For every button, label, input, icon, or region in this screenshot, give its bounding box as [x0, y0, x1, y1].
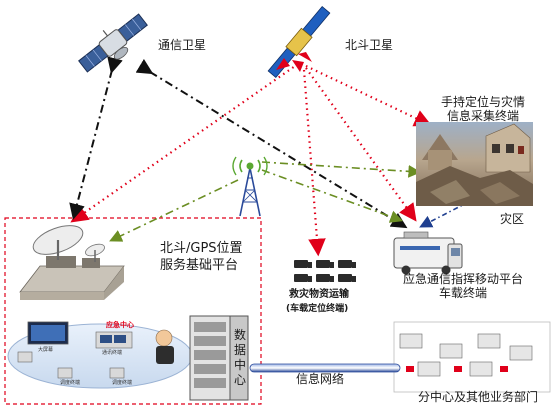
disaster-area-image — [416, 122, 533, 206]
link-disaster-to-mobile — [419, 185, 492, 228]
server-rack-icon — [189, 315, 249, 401]
link-beidou-to-disaster — [305, 67, 417, 222]
relief-trucks-icon — [294, 260, 356, 282]
cell-tower-icon — [232, 156, 268, 217]
mobile-platform-line2: 车载终端 — [438, 286, 487, 300]
link-tower-to-mobile — [261, 169, 404, 223]
handheld-terminal-label: 手持定位与灾情 信息采集终端 — [428, 95, 538, 123]
mobile-command-vehicle-icon — [393, 231, 463, 275]
info-network-label: 信息网络 — [296, 372, 345, 386]
info-network-pipe — [249, 363, 401, 373]
comm-satellite-icon — [78, 13, 148, 73]
data-center-label: 数据中心 — [233, 328, 246, 387]
service-platform-line1: 北斗/GPS位置 — [160, 241, 243, 256]
emergency-small-label: 通讯终端 — [102, 350, 123, 356]
beidou-satellite-label: 北斗卫星 — [345, 38, 394, 52]
emergency-center-illustration — [7, 321, 193, 389]
link-comm-to-dish — [69, 56, 123, 220]
relief-transport-label: 救灾物资运输 — [289, 289, 349, 300]
emergency-center-label: 应急中心 — [106, 321, 134, 329]
comm-satellite-label: 通信卫星 — [158, 38, 207, 52]
link-beidou-to-handheld — [305, 65, 432, 127]
service-platform-line2: 服务基础平台 — [160, 258, 239, 273]
command-region-border — [4, 217, 262, 405]
link-tower-to-handheld — [261, 161, 422, 178]
link-comm-to-mobile — [135, 58, 408, 229]
disaster-area-label: 灾区 — [500, 212, 525, 226]
subcenter-illustration — [399, 333, 533, 377]
beidou-satellite-icon — [267, 6, 331, 78]
mobile-platform-label: 应急通信指挥移动平台 车载终端 — [400, 272, 526, 300]
ground-station-icon — [19, 225, 125, 300]
subcenter-region-border — [393, 321, 551, 393]
link-tower-to-dish — [109, 179, 239, 242]
handheld-terminal-line2: 信息采集终端 — [446, 109, 519, 123]
subcenter-label: 分中心及其他业务部门 — [418, 390, 539, 404]
emergency-small-label: 调度终端 — [112, 380, 133, 386]
handheld-terminal-line1: 手持定位与灾情 — [440, 95, 525, 109]
link-beidou-to-transport — [302, 69, 326, 257]
service-platform-label: 北斗/GPS位置 服务基础平台 — [160, 240, 243, 274]
emergency-small-label: 调度终端 — [60, 380, 81, 386]
vehicle-terminal-tag: (车载定位终端) — [286, 304, 349, 314]
link-beidou-to-dish — [70, 63, 299, 223]
emergency-small-label: 大屏幕 — [38, 347, 54, 353]
beidou-signal-beams — [276, 52, 312, 72]
mobile-platform-line1: 应急通信指挥移动平台 — [402, 272, 523, 286]
